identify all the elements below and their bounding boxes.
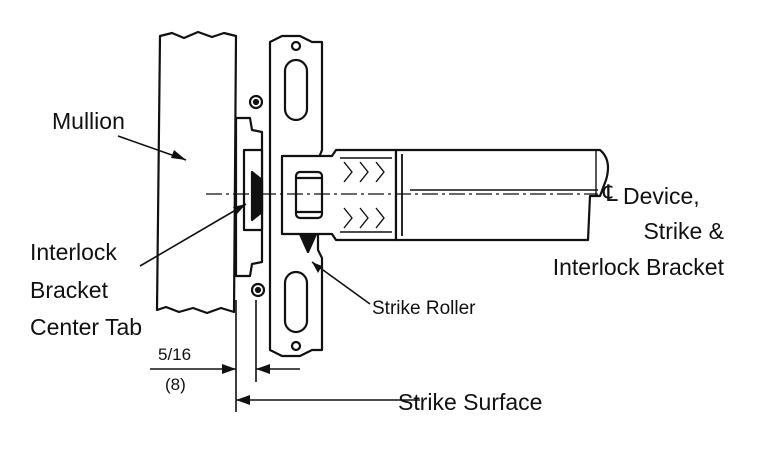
dimension-mm-label: (8) [165,375,186,394]
interlock-leader [139,203,247,267]
interlock-label-line3: Center Tab [30,314,143,340]
strike-slot-top [283,58,309,122]
roller-leader [311,261,371,305]
exit-device-bar [394,148,610,242]
centerline-label-line1: Device, [623,183,700,209]
strike-surface-label: Strike Surface [398,389,543,415]
strike-slot-bottom [283,270,309,334]
dimension-inch-label: 5/16 [158,345,192,364]
interlock-label-line1: Interlock [30,239,117,265]
mullion-shape [155,30,238,315]
centerline-label-line3: Interlock Bracket [552,254,724,280]
centerline-symbol: ℄ [603,180,618,206]
strike-roller [294,170,324,220]
mullion-label: Mullion [52,108,125,134]
interlock-label-line2: Bracket [30,277,108,303]
strike-roller-label: Strike Roller [372,298,476,319]
centerline-label-line2: Strike & [643,218,724,244]
